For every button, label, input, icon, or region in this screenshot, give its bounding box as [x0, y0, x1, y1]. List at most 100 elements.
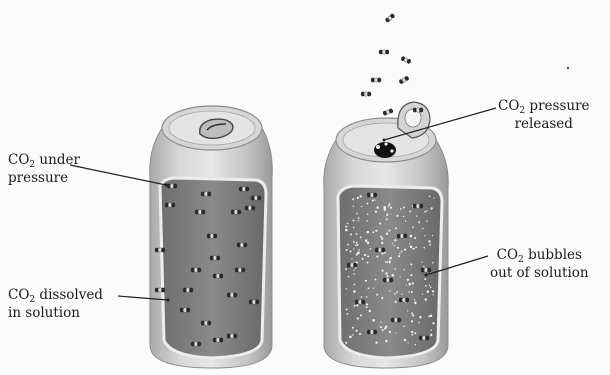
bubble-dot — [352, 198, 354, 200]
bubble-dot — [426, 210, 428, 212]
bubble-dot — [410, 235, 413, 238]
bubble-dot — [429, 244, 431, 246]
bubble-dot — [425, 285, 427, 287]
bubble-dot — [414, 299, 415, 300]
bubble-dot — [429, 285, 430, 286]
bubble-dot — [362, 258, 364, 260]
bubble-dot — [394, 293, 396, 295]
bubble-dot — [428, 240, 430, 242]
bubble-dot — [430, 287, 432, 289]
bubble-dot — [352, 327, 354, 329]
bubble-dot — [403, 326, 405, 328]
bubble-dot — [365, 280, 367, 282]
bubble-dot — [350, 250, 352, 252]
bubble-dot — [388, 229, 390, 231]
bubble-dot — [432, 262, 434, 264]
bubble-dot — [365, 254, 366, 255]
bubble-dot — [390, 257, 392, 259]
bubble-dot — [353, 273, 355, 275]
bubble-dot — [398, 255, 400, 257]
bubble-dot — [423, 266, 425, 268]
bubble-dot — [369, 248, 371, 250]
bubble-dot — [412, 314, 414, 316]
bubble-dot — [381, 252, 383, 254]
bubble-dot — [395, 301, 397, 303]
bubble-dot — [345, 342, 347, 344]
bubble-dot — [389, 203, 391, 205]
bubble-dot — [404, 339, 406, 341]
bubble-dot — [386, 275, 388, 277]
bubble-dot — [408, 283, 411, 286]
bubble-dot — [360, 195, 362, 197]
bubble-dot — [419, 316, 421, 318]
bubble-dot — [353, 248, 354, 249]
bubble-dot — [386, 233, 388, 235]
bubble-dot — [356, 213, 357, 214]
bubble-dot — [375, 341, 377, 343]
bubble-dot — [380, 326, 382, 328]
bubble-dot — [430, 329, 432, 331]
bubble-dot — [367, 241, 370, 244]
bubble-dot — [424, 235, 425, 236]
label-co2-dissolved: CO2 dissolved in solution — [8, 287, 103, 321]
bubble-dot — [414, 302, 416, 304]
bubble-dot — [411, 320, 413, 322]
bubble-dot — [375, 279, 377, 281]
bubble-dot — [361, 296, 363, 298]
bubble-dot — [354, 305, 356, 307]
bubble-dot — [410, 263, 412, 265]
bubble-dot — [379, 223, 381, 225]
bubble-dot — [375, 211, 377, 213]
bubble-dot — [356, 242, 358, 244]
bubble-dot — [353, 284, 355, 286]
bubble-dot — [376, 206, 378, 208]
bubble-dot — [366, 303, 368, 305]
bubble-dot — [411, 291, 413, 293]
bubble-dot — [401, 251, 403, 253]
bubble-dot — [365, 240, 367, 242]
bubble-dot — [412, 248, 414, 250]
bubble-dot — [367, 213, 369, 215]
bubble-dot — [386, 261, 388, 263]
bubble-dot — [360, 314, 362, 316]
bubble-dot — [411, 312, 413, 314]
bubble-dot — [353, 290, 356, 293]
bubble-dot — [374, 199, 375, 200]
bubble-dot — [347, 223, 349, 225]
bubble-dot — [396, 332, 397, 333]
bubble-dot — [410, 245, 413, 248]
bubble-dot — [351, 258, 352, 259]
bubble-dot — [414, 332, 416, 334]
bubble-dot — [432, 290, 434, 292]
bubble-dot — [367, 231, 370, 234]
bubble-dot — [353, 220, 355, 222]
bubble-dot — [353, 270, 354, 271]
bubble-dot — [356, 304, 358, 306]
liquid-closed-can — [160, 178, 266, 358]
bubble-dot — [347, 313, 349, 315]
bubble-dot — [422, 228, 423, 229]
bubble-dot — [359, 333, 361, 335]
bubble-dot — [376, 294, 378, 296]
bubble-dot — [418, 322, 419, 323]
bubble-dot — [367, 220, 368, 221]
bubble-dot — [347, 244, 349, 246]
bubble-dot — [355, 245, 356, 246]
bubble-dot — [415, 246, 417, 248]
bubble-dot — [394, 239, 396, 241]
bubble-dot — [424, 211, 426, 213]
bubble-dot — [393, 245, 394, 246]
bubble-dot — [381, 297, 383, 299]
bubble-dot — [392, 274, 395, 277]
bubble-dot — [424, 278, 426, 280]
bubble-dot — [383, 206, 386, 209]
bubble-dot — [400, 208, 402, 210]
bubble-dot — [360, 236, 362, 238]
bubble-dot — [427, 290, 430, 293]
bubble-dot — [386, 219, 388, 221]
bubble-dot — [372, 231, 374, 233]
bubble-dot — [352, 334, 354, 336]
bubble-dot — [376, 256, 378, 258]
bubble-dot — [386, 325, 387, 326]
bubble-dot — [432, 235, 433, 236]
